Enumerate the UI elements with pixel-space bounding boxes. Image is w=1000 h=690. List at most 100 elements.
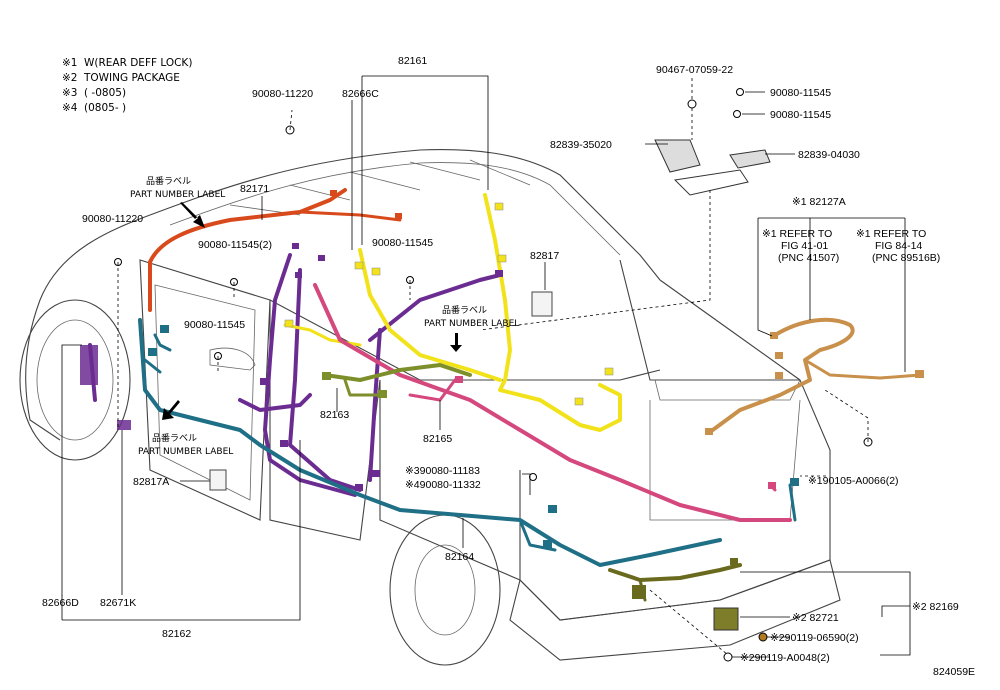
connectors bbox=[148, 190, 924, 599]
harness-82164 bbox=[138, 318, 722, 567]
part-90105-A0066[interactable]: ※190105-A0066(2) bbox=[808, 475, 899, 487]
part-82721[interactable]: ※2 82721 bbox=[792, 612, 839, 624]
tailgate-top bbox=[654, 379, 801, 401]
part-82171[interactable]: 82171 bbox=[240, 183, 269, 195]
part-82163[interactable]: 82163 bbox=[320, 409, 349, 421]
bolt-icon bbox=[733, 110, 741, 118]
part-82162[interactable]: 82162 bbox=[162, 628, 191, 640]
connector bbox=[280, 440, 288, 447]
part-90119-06590[interactable]: ※290119-06590(2) bbox=[770, 632, 859, 644]
part-90080-11183[interactable]: ※390080-11183 bbox=[405, 465, 480, 477]
connector bbox=[543, 540, 552, 548]
cargo-floor-edge bbox=[269, 299, 661, 381]
connector bbox=[322, 372, 331, 380]
cargo-side-edge bbox=[379, 380, 521, 581]
part-82666C[interactable]: 82666C bbox=[342, 88, 379, 100]
connector bbox=[915, 370, 924, 378]
harness-82164-branch-2 bbox=[518, 518, 557, 552]
leader-82169 bbox=[740, 571, 911, 656]
harness-82164-branch bbox=[143, 333, 172, 374]
harness-purple-roof bbox=[368, 273, 502, 342]
part-90080-11545-left[interactable]: 90080-11545 bbox=[184, 319, 245, 331]
note-1-mark: ※1 bbox=[62, 57, 77, 69]
connector bbox=[548, 505, 557, 513]
harness-82161-left bbox=[358, 248, 502, 382]
note-2-text: TOWING PACKAGE bbox=[83, 72, 180, 84]
leader-82127A bbox=[757, 217, 906, 372]
part-90080-11545-2[interactable]: 90080-11545(2) bbox=[198, 239, 272, 251]
harness-82163-branch bbox=[343, 378, 382, 397]
connector bbox=[295, 272, 302, 278]
note-4-text: (0805- ) bbox=[84, 102, 126, 114]
part-90080-11545-mid[interactable]: 90080-11545 bbox=[372, 237, 433, 249]
connector bbox=[574, 397, 584, 406]
connector bbox=[355, 484, 363, 491]
arrow-icon bbox=[162, 400, 180, 420]
roof-ribs bbox=[229, 159, 531, 216]
note-1-text: W(REAR DEFF LOCK) bbox=[84, 57, 192, 69]
part-90080-11220-top[interactable]: 90080-11220 bbox=[252, 88, 313, 100]
part-90080-11332[interactable]: ※490080-11332 bbox=[405, 479, 481, 491]
connector bbox=[790, 478, 799, 486]
leader-82162 bbox=[61, 344, 301, 621]
refer-2-line-2: FIG 84-14 bbox=[875, 240, 922, 252]
harness-82171-branch bbox=[298, 210, 402, 222]
bracket-82839-35020 bbox=[654, 139, 701, 173]
part-90467-07059-22[interactable]: 90467-07059-22 bbox=[656, 64, 733, 76]
harness-purple-center bbox=[263, 253, 357, 497]
component-82671K bbox=[117, 420, 131, 430]
part-82839-35020[interactable]: 82839-35020 bbox=[550, 139, 612, 151]
connector bbox=[160, 325, 169, 333]
part-82817[interactable]: 82817 bbox=[530, 250, 559, 262]
bolt-icon bbox=[723, 652, 733, 662]
rear-door-window bbox=[154, 284, 256, 501]
refer-2-line-1: ※1 REFER TO bbox=[856, 228, 926, 240]
part-82169[interactable]: ※2 82169 bbox=[912, 601, 959, 613]
part-82161[interactable]: 82161 bbox=[398, 55, 427, 67]
part-90119-A0048[interactable]: ※290119-A0048(2) bbox=[740, 652, 830, 664]
connector bbox=[775, 352, 783, 359]
part-numbers: 82161 90080-11220 82666C 90467-07059-22 … bbox=[42, 55, 959, 664]
part-90080-11220-left[interactable]: 90080-11220 bbox=[82, 213, 143, 225]
component-82721 bbox=[713, 607, 739, 631]
part-82164[interactable]: 82164 bbox=[445, 551, 474, 563]
connector bbox=[775, 372, 783, 379]
connector bbox=[730, 558, 738, 565]
connector bbox=[632, 585, 646, 599]
refer-1-line-3: (PNC 41507) bbox=[778, 252, 839, 264]
part-82165[interactable]: 82165 bbox=[423, 433, 452, 445]
part-82666D[interactable]: 82666D bbox=[42, 597, 79, 609]
tailgate-panel bbox=[649, 399, 801, 521]
seat-outline bbox=[209, 347, 256, 371]
right-rear-fender bbox=[659, 279, 801, 381]
connector bbox=[378, 390, 387, 398]
roof-line bbox=[149, 149, 661, 281]
harness-purple-door bbox=[238, 393, 312, 412]
harness-82127A bbox=[708, 317, 855, 434]
rear-tire-inner bbox=[414, 544, 476, 636]
roof-inner-line bbox=[169, 162, 621, 256]
harness-82164-tail bbox=[788, 483, 797, 522]
component-82817 bbox=[531, 291, 553, 317]
part-82671K[interactable]: 82671K bbox=[100, 597, 136, 609]
connector bbox=[372, 470, 380, 477]
connector bbox=[371, 267, 381, 276]
front-side-outline bbox=[25, 214, 151, 441]
connector bbox=[260, 378, 268, 385]
refer-1-line-1: ※1 REFER TO bbox=[762, 228, 832, 240]
part-82839-04030[interactable]: 82839-04030 bbox=[798, 149, 860, 161]
notes-block: ※1 W(REAR DEFF LOCK) ※2 TOWING PACKAGE ※… bbox=[62, 57, 192, 114]
part-82127A[interactable]: ※1 82127A bbox=[792, 196, 846, 208]
rear-tire-outline bbox=[389, 514, 501, 666]
note-3-text: ( -0805) bbox=[84, 87, 126, 99]
pnl-jp-top: 品番ラベル bbox=[146, 175, 191, 187]
part-90080-11545-a[interactable]: 90080-11545 bbox=[770, 87, 831, 99]
leader-lines bbox=[61, 75, 911, 658]
part-82817A[interactable]: 82817A bbox=[133, 476, 169, 488]
pnl-en-top: PART NUMBER LABEL bbox=[130, 190, 225, 200]
part-90080-11545-b[interactable]: 90080-11545 bbox=[770, 109, 831, 121]
tailgate-outline bbox=[519, 259, 831, 621]
bolt-icon bbox=[758, 632, 768, 642]
fasteners bbox=[114, 88, 873, 662]
